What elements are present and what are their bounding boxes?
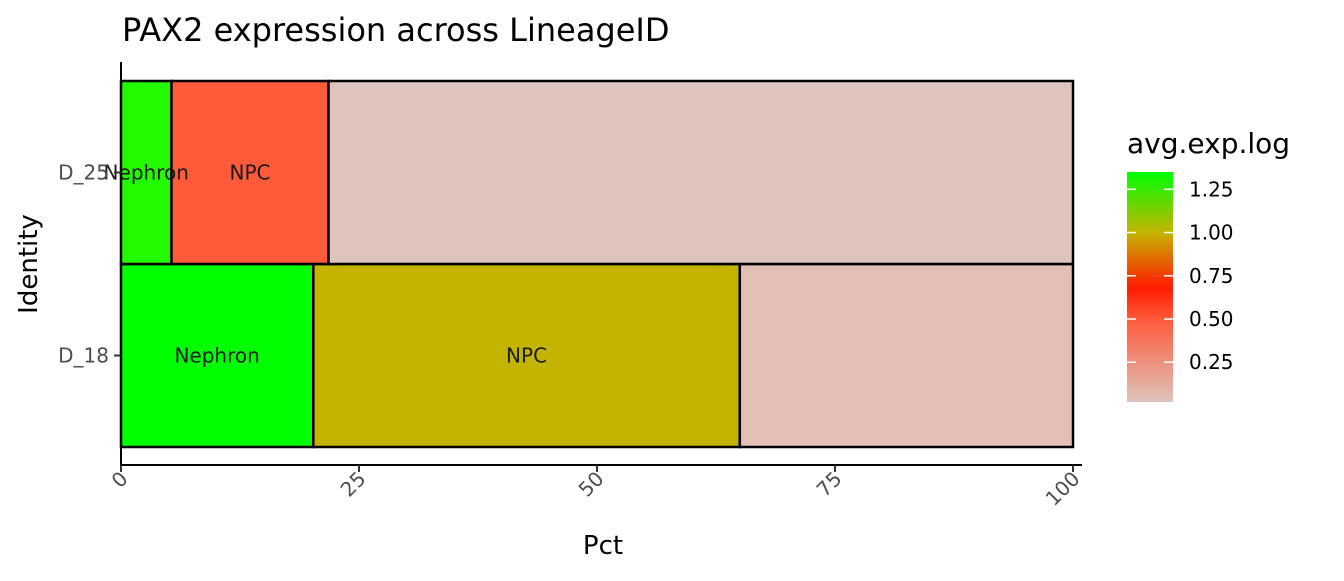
bar-segment [170, 79, 330, 266]
segment-label: NPC [506, 344, 547, 368]
bar-segment [738, 262, 1075, 449]
y-tick-label: D_18 [58, 344, 109, 368]
x-tick-label: 0 [107, 467, 133, 493]
legend-tick-label: 1.25 [1189, 177, 1234, 201]
legend-title: avg.exp.log [1127, 127, 1290, 160]
x-tick-label: 50 [574, 467, 609, 502]
legend-tick-label: 0.25 [1189, 350, 1234, 374]
bar-segment [327, 79, 1075, 266]
x-tick-label: 100 [1041, 467, 1085, 511]
x-axis-title: Pct [583, 531, 623, 561]
bar-segment [312, 262, 742, 449]
x-tick-label: 25 [336, 467, 371, 502]
chart-title: PAX2 expression across LineageID [122, 11, 670, 49]
segment-label: Nephron [174, 344, 259, 368]
legend-tick-label: 0.50 [1189, 307, 1234, 331]
x-tick-label: 75 [812, 467, 847, 502]
bar-segment [119, 79, 173, 266]
color-legend: avg.exp.log 0.25 0.50 0.75 1.00 1.25 [1127, 127, 1290, 402]
legend-colorbar [1127, 172, 1173, 402]
bar-segment [119, 262, 315, 449]
legend-tick-label: 1.00 [1189, 221, 1234, 245]
segment-label: NPC [229, 161, 270, 185]
legend-tick-label: 0.75 [1189, 264, 1234, 288]
y-tick-label: D_25 [58, 161, 109, 185]
y-axis-title: Identity [14, 214, 44, 314]
